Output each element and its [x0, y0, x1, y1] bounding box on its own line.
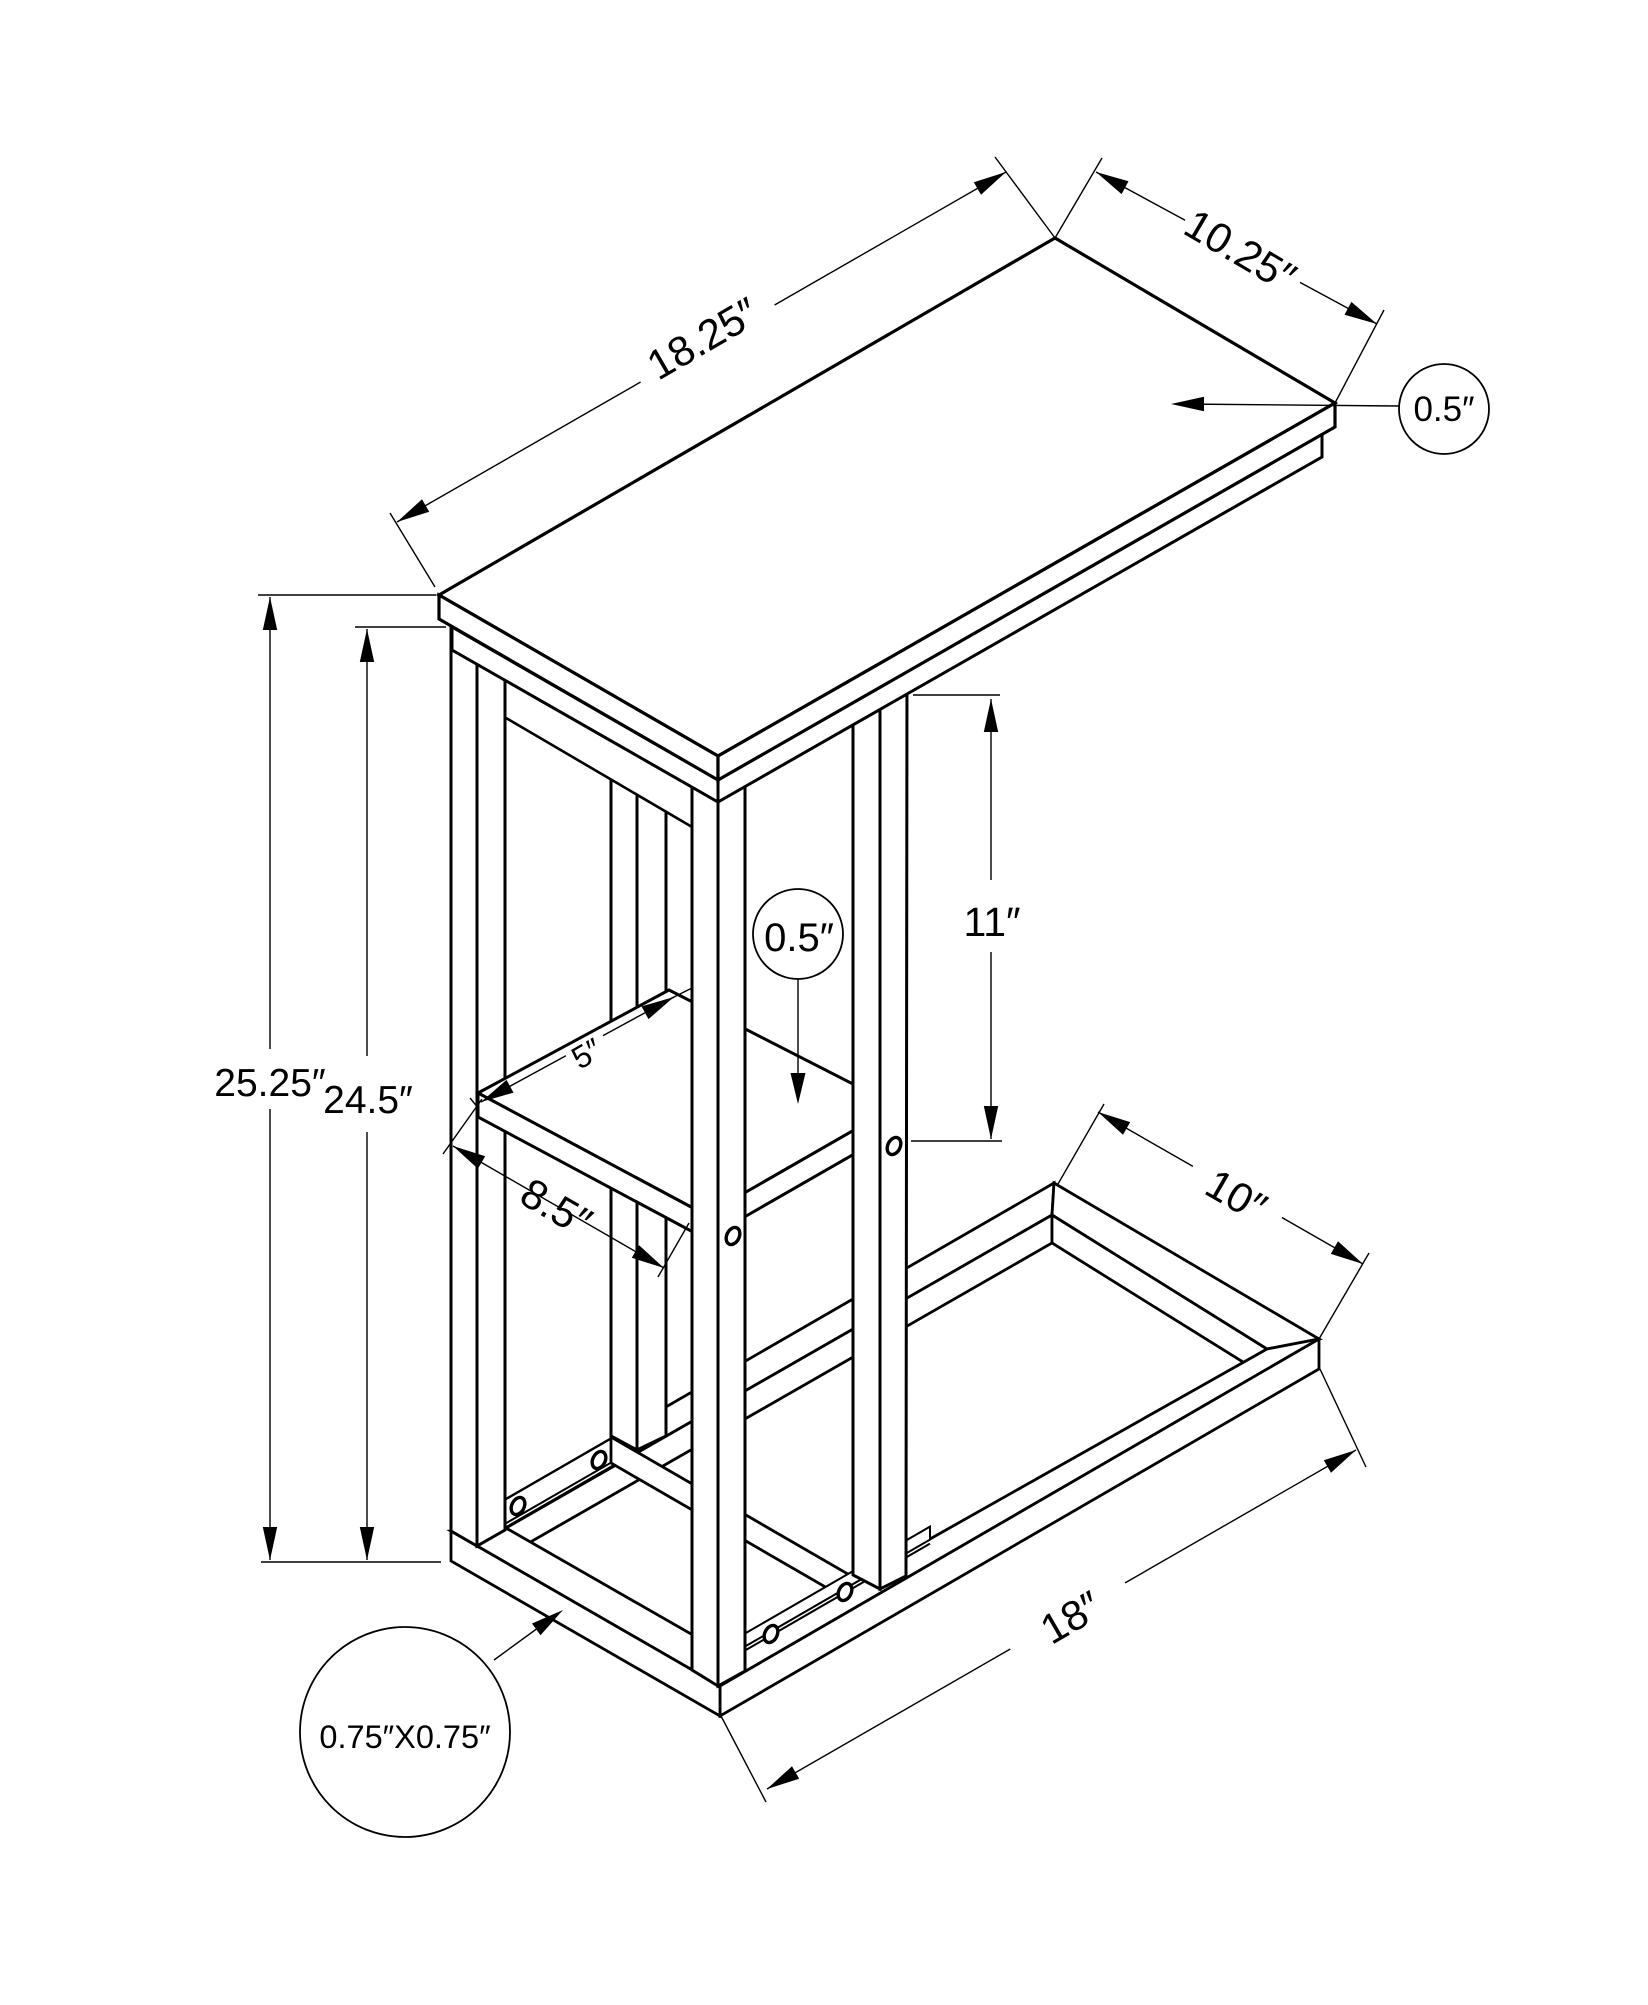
svg-text:0.75″X0.75″: 0.75″X0.75″: [319, 1719, 490, 1755]
svg-text:25.25″: 25.25″: [214, 1062, 326, 1105]
svg-text:0.5″: 0.5″: [764, 916, 834, 960]
svg-text:24.5″: 24.5″: [323, 1079, 413, 1122]
svg-text:11″: 11″: [963, 899, 1020, 945]
svg-text:0.5″: 0.5″: [1413, 390, 1474, 429]
